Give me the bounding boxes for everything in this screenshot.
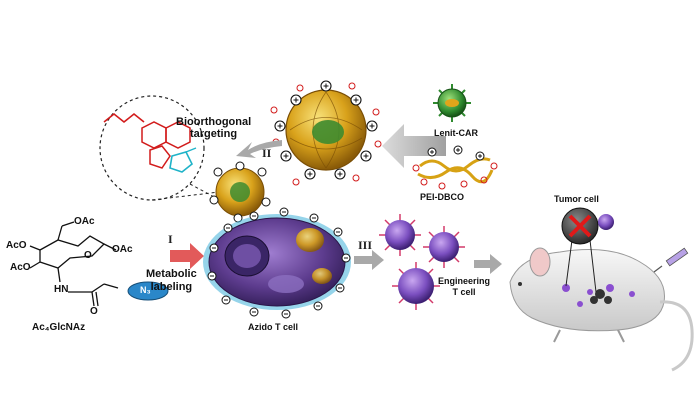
syringe-icon	[653, 247, 689, 273]
bioorthogonal-line-2: targeting	[190, 128, 238, 140]
arrow-assembly	[382, 124, 446, 168]
glcnaz-structure	[29, 221, 119, 307]
pei-dbco-polymer	[412, 145, 498, 190]
cross-mark-icon	[568, 214, 592, 238]
arrow-step-one	[170, 243, 204, 269]
tumor-mass	[590, 289, 612, 304]
lenti-car-virus	[433, 84, 471, 122]
engineering-line-1: Engineering	[438, 276, 491, 286]
car-nanoparticle-small	[209, 161, 271, 223]
oac-right-label: OAc	[112, 244, 133, 255]
carbonyl-oxygen-label: O	[90, 306, 98, 317]
arrow-step-two	[236, 140, 282, 158]
car-nanoparticle-large	[270, 80, 382, 186]
step-one-label: I	[168, 232, 173, 246]
engineered-t-cells	[379, 214, 465, 310]
oac-top-label: OAc	[74, 216, 95, 227]
nh-label: HN	[54, 284, 69, 295]
azido-t-cell	[203, 207, 351, 319]
engineering-line-2: T cell	[452, 287, 476, 297]
arrow-step-three	[354, 250, 384, 270]
azido-t-cell-label: Azido T cell	[248, 322, 299, 332]
step-two-label: II	[262, 146, 272, 160]
tumor-cell-callout	[561, 207, 614, 293]
compound-name-label: Ac₄GlcNAz	[32, 322, 86, 333]
metabolic-line-1: Metabolic	[146, 268, 197, 280]
aco-two-label: AcO	[10, 262, 31, 273]
lenti-car-label: Lenit-CAR	[434, 128, 478, 138]
bioorthogonal-line-1: Bioorthogonal	[176, 116, 252, 128]
tumor-cell-label: Tumor cell	[554, 194, 599, 204]
metabolic-labeling-label: Metabolic labeling	[146, 268, 197, 294]
dbco-zoom-bubble	[99, 95, 243, 213]
azide-tag-label: N₃	[140, 285, 151, 295]
step-three-label: III	[358, 238, 373, 252]
engineering-t-cell-label: Engineering T cell	[438, 276, 490, 298]
azide-tag	[127, 281, 169, 301]
pei-dbco-label: PEI-DBCO	[420, 192, 465, 202]
mouse-model	[509, 247, 694, 372]
ring-oxygen-label: O	[84, 250, 92, 261]
aco-one-label: AcO	[6, 240, 27, 251]
metabolic-line-2: labeling	[150, 281, 193, 293]
bioorthogonal-label: Bioorthogonal targeting	[176, 116, 251, 140]
arrow-to-mouse	[474, 254, 502, 274]
